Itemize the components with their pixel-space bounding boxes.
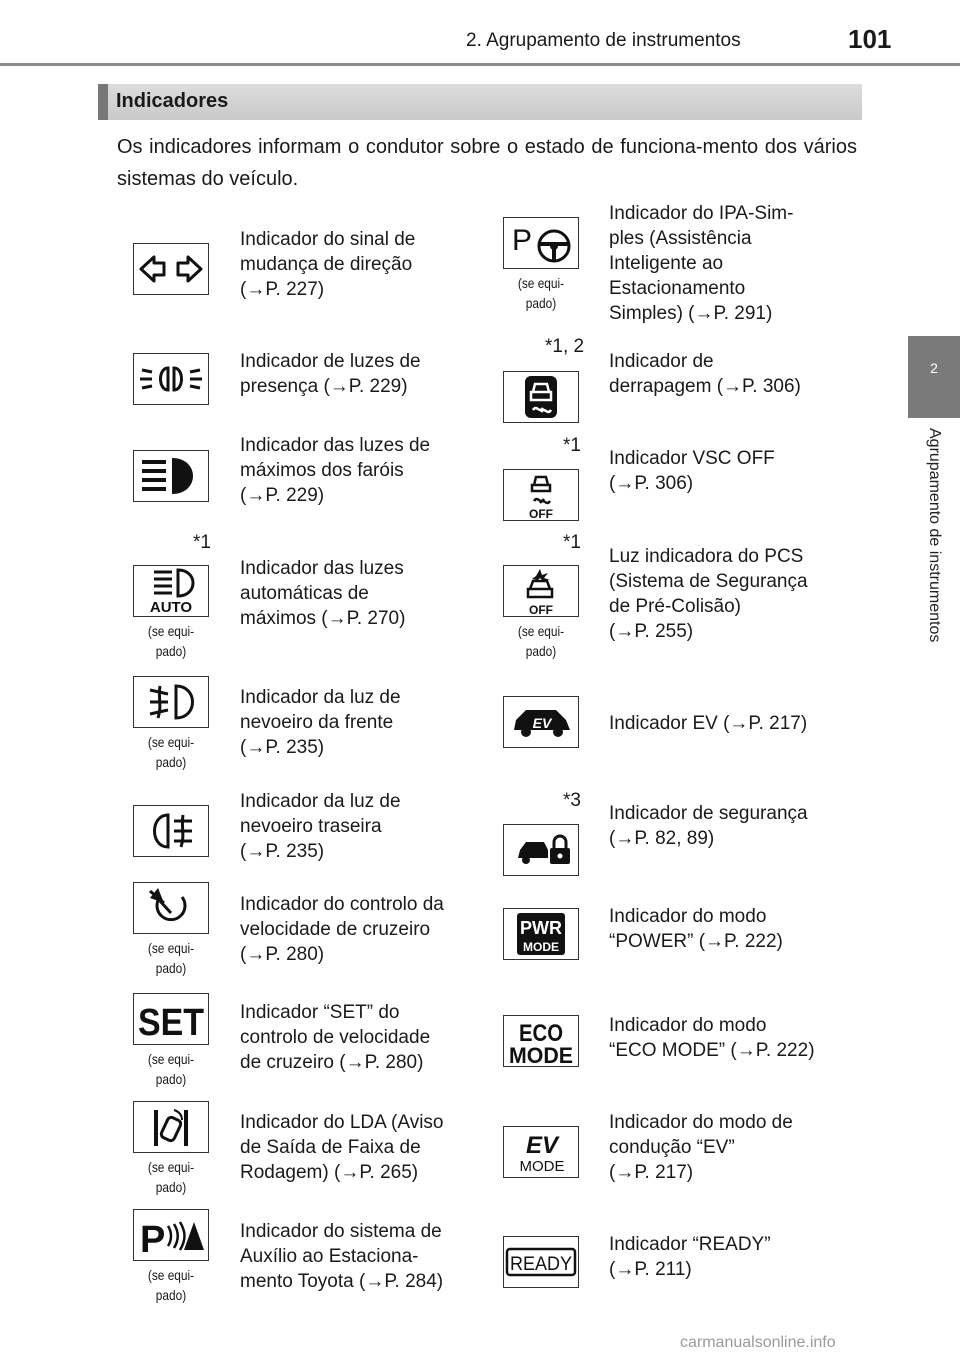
side-tab: Agrupamento de instrumentos <box>908 418 960 718</box>
footnote-mark: *3 <box>563 790 581 811</box>
pcs-off-label: OFF <box>529 603 553 615</box>
page-number: 101 <box>848 24 892 54</box>
ipa-p-label: P <box>512 224 532 257</box>
pwr-mode-label: MODE <box>523 940 559 954</box>
intro-paragraph: Os indicadores informam o condutor sobre… <box>117 136 857 190</box>
footnote-mark: *1 <box>563 532 581 553</box>
equipped-note: (se equi-pado) <box>147 623 195 659</box>
rear-fog-icon <box>133 805 209 857</box>
equipped-note: (se equi-pado) <box>147 1159 195 1195</box>
vsc-off-label: OFF <box>529 507 553 519</box>
footnote-mark: *1 <box>563 435 581 456</box>
eco-label: ECO <box>519 1020 563 1047</box>
desc-pcs: Luz indicadora do PCS(Sistema de Seguran… <box>609 546 808 642</box>
equipped-note: (se equi-pado) <box>147 1051 195 1087</box>
pcs-icon: OFF <box>503 565 579 617</box>
parking-p-label: P <box>140 1219 165 1258</box>
ipa-icon: P <box>503 217 579 269</box>
set-label: SET <box>138 1002 204 1041</box>
auto-high-beam-icon: AUTO <box>133 565 209 617</box>
eco-mode-label: MODE <box>509 1043 573 1065</box>
header-title: 2. Agrupamento de instrumentos <box>466 30 741 51</box>
lda-icon <box>133 1101 209 1153</box>
desc-eco-mode: Indicador do modo“ECO MODE” (→P. 222) <box>609 1015 815 1061</box>
parking-assist-icon: P <box>133 1209 209 1261</box>
power-mode-icon: PWR MODE <box>503 908 579 960</box>
desc-power-mode: Indicador do modo“POWER” (→P. 222) <box>609 906 783 952</box>
header-rule <box>0 63 960 66</box>
desc-vsc-off: Indicador VSC OFF(→P. 306) <box>609 448 775 494</box>
section-title: Indicadores <box>116 90 229 112</box>
pwr-label: PWR <box>520 918 562 938</box>
high-beam-icon <box>133 450 209 502</box>
equipped-note: (se equi-pado) <box>517 275 565 311</box>
desc-security: Indicador de segurança(→P. 82, 89) <box>609 803 808 849</box>
front-fog-icon <box>133 676 209 728</box>
tail-light-icon <box>133 353 209 405</box>
security-icon <box>503 824 579 876</box>
auto-label: AUTO <box>150 599 193 614</box>
side-tab-label: Agrupamento de instrumentos <box>926 428 943 643</box>
evmode-ev-label: EV <box>526 1132 560 1159</box>
set-icon: SET <box>133 993 209 1045</box>
section-header: Indicadores <box>98 84 862 120</box>
side-tab-number: 2 <box>908 336 960 418</box>
ready-icon: READY <box>503 1236 579 1288</box>
desc-ev: Indicador EV (→P. 217) <box>609 713 808 734</box>
turn-signal-icon <box>133 243 209 295</box>
desc-ready: Indicador “READY”(→P. 211) <box>609 1234 771 1280</box>
equipped-note: (se equi-pado) <box>147 940 195 976</box>
ready-label: READY <box>510 1254 572 1275</box>
evmode-mode-label: MODE <box>520 1158 565 1175</box>
footnote-mark: *1 <box>193 532 211 553</box>
cruise-control-icon <box>133 882 209 934</box>
ev-label: EV <box>533 715 553 731</box>
slip-icon <box>503 371 579 423</box>
equipped-note: (se equi-pado) <box>147 734 195 770</box>
ev-icon: EV <box>503 696 579 748</box>
watermark: carmanualsonline.info <box>680 1334 836 1351</box>
vsc-off-icon: OFF <box>503 469 579 521</box>
footnote-mark: *1, 2 <box>545 336 585 357</box>
equipped-note: (se equi-pado) <box>147 1267 195 1303</box>
equipped-note: (se equi-pado) <box>517 623 565 659</box>
